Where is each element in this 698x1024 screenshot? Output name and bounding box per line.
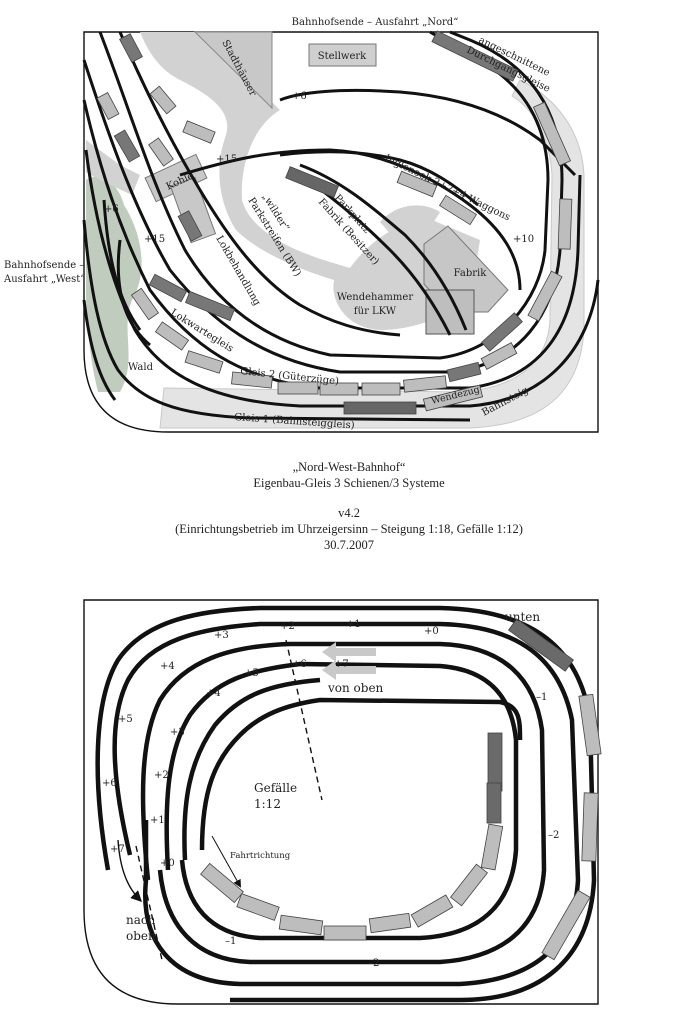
top-wagons [96,30,573,415]
level-p3: +3 [214,630,229,641]
bottom-tracks [95,605,597,1003]
level-p5a: +5 [244,668,259,679]
level-p2b: +2 [154,770,169,781]
fabrik-label: Fabrik [454,268,488,279]
level-p7b: +7 [110,844,125,855]
wendehammer-label-1: Wendehammer [337,292,413,303]
unten-label: unten [505,610,540,624]
height-label-6a: +6 [292,91,307,102]
oben-label: oben [126,929,156,943]
height-label-6b: +6 [104,204,119,215]
direction-arrow [211,835,241,888]
level-p3b: +3 [170,727,185,738]
level-p0b: +0 [160,858,175,869]
level-p6a: +6 [292,659,307,670]
caption-version: v4.2 [338,506,360,520]
height-label-10: +10 [513,234,534,245]
caption-note: (Einrichtungsbetrieb im Uhrzeigersinn – … [175,522,523,536]
height-label-15a: +15 [216,154,237,165]
stellwerk-label: Stellwerk [318,51,367,62]
grade-divider-1 [285,639,323,801]
level-p4b: +4 [206,688,221,699]
edge-north-label: Bahnhofsende – Ausfahrt „Nord“ [292,17,459,28]
level-p0: +0 [424,626,439,637]
level-p2: +2 [280,621,295,632]
edge-west-label-2: Ausfahrt „West“ [3,274,85,285]
level-p1: +1 [346,619,361,630]
level-m1b: –1 [225,936,236,947]
fahrtrichtung-label: Fahrtrichtung [230,851,291,861]
caption-subtitle: Eigenbau-Gleis 3 Schienen/3 Systeme [253,476,445,490]
entry-arrow-upper [322,642,376,662]
height-label-15b: +15 [144,234,165,245]
nach-oben-arrow [117,839,142,902]
level-m1a: –1 [536,692,547,703]
von-oben-label: von oben [327,681,384,695]
stadthaeuser-building [193,31,273,110]
gefaelle-label-1: Gefälle [254,781,297,795]
level-p5b: +5 [118,714,133,725]
level-p4a: +4 [160,661,175,672]
level-p7a: +7 [334,659,349,670]
stellwerk-building [308,43,377,67]
edge-west-label-1: Bahnhofsende – [4,260,84,271]
wendehammer-label-2: für LKW [354,306,397,317]
level-labels: +3 +2 +1 +0 +4 +6 +7 +5 +4 +3 +5 +6 +7 +… [102,619,559,969]
entry-arrow-lower [322,660,376,680]
nach-label: nach [126,913,156,927]
caption-title: „Nord-West-Bahnhof“ [292,460,406,474]
level-m2b: –2 [368,958,379,969]
level-m2a: –2 [548,830,559,841]
level-p6b: +6 [102,778,117,789]
lokbehandlung-building [169,176,217,244]
level-p1b: +1 [150,815,165,826]
top-track-plan: Bahnhofsende – Ausfahrt „Nord“ Bahnhofse… [3,17,600,433]
top-tracks [82,30,600,422]
wald-label: Wald [128,362,154,373]
bottom-wagons [200,618,602,961]
entry-arrows [322,642,376,680]
bottom-track-plan: unten von oben Gefälle 1:12 Fahrtrichtun… [83,599,602,1005]
caption-date: 30.7.2007 [324,538,374,552]
gefaelle-label-2: 1:12 [254,797,281,811]
